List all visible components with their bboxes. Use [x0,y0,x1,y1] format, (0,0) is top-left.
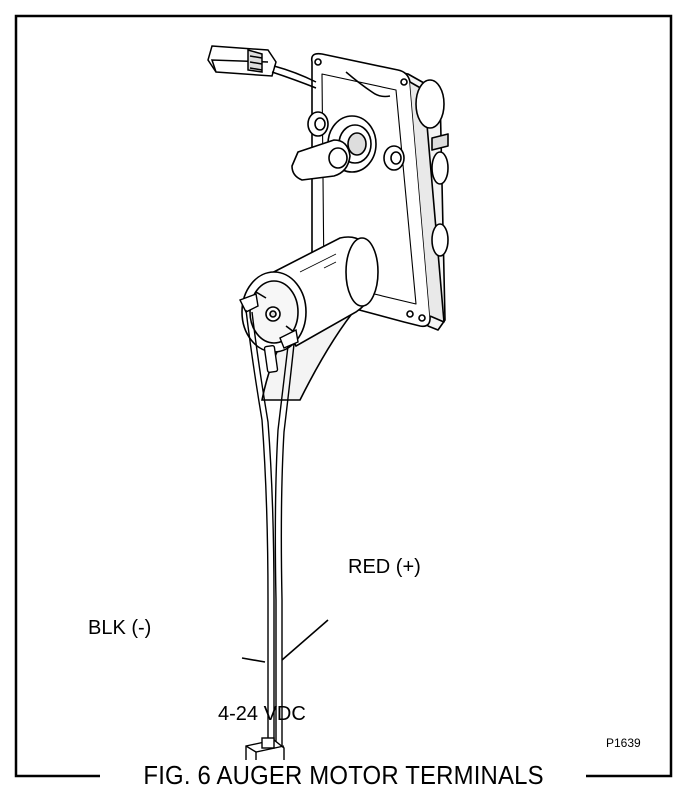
motor-terminals [239,293,299,374]
red-wire-label: RED (+) [348,556,421,578]
voltage-label: 4-24 VDC [218,703,306,725]
lead-wires [245,309,295,752]
red-wire-leader [281,619,329,661]
figure-caption-wrap: FIG. 6 AUGER MOTOR TERMINALS [0,760,687,791]
motor-body [241,236,379,401]
figure-frame [14,14,673,778]
black-wire-leader [241,657,266,663]
top-connector [207,45,391,98]
figure-caption: FIG. 6 AUGER MOTOR TERMINALS [135,760,552,791]
black-wire-label: BLK (-) [88,617,151,639]
part-number: P1639 [606,736,641,750]
